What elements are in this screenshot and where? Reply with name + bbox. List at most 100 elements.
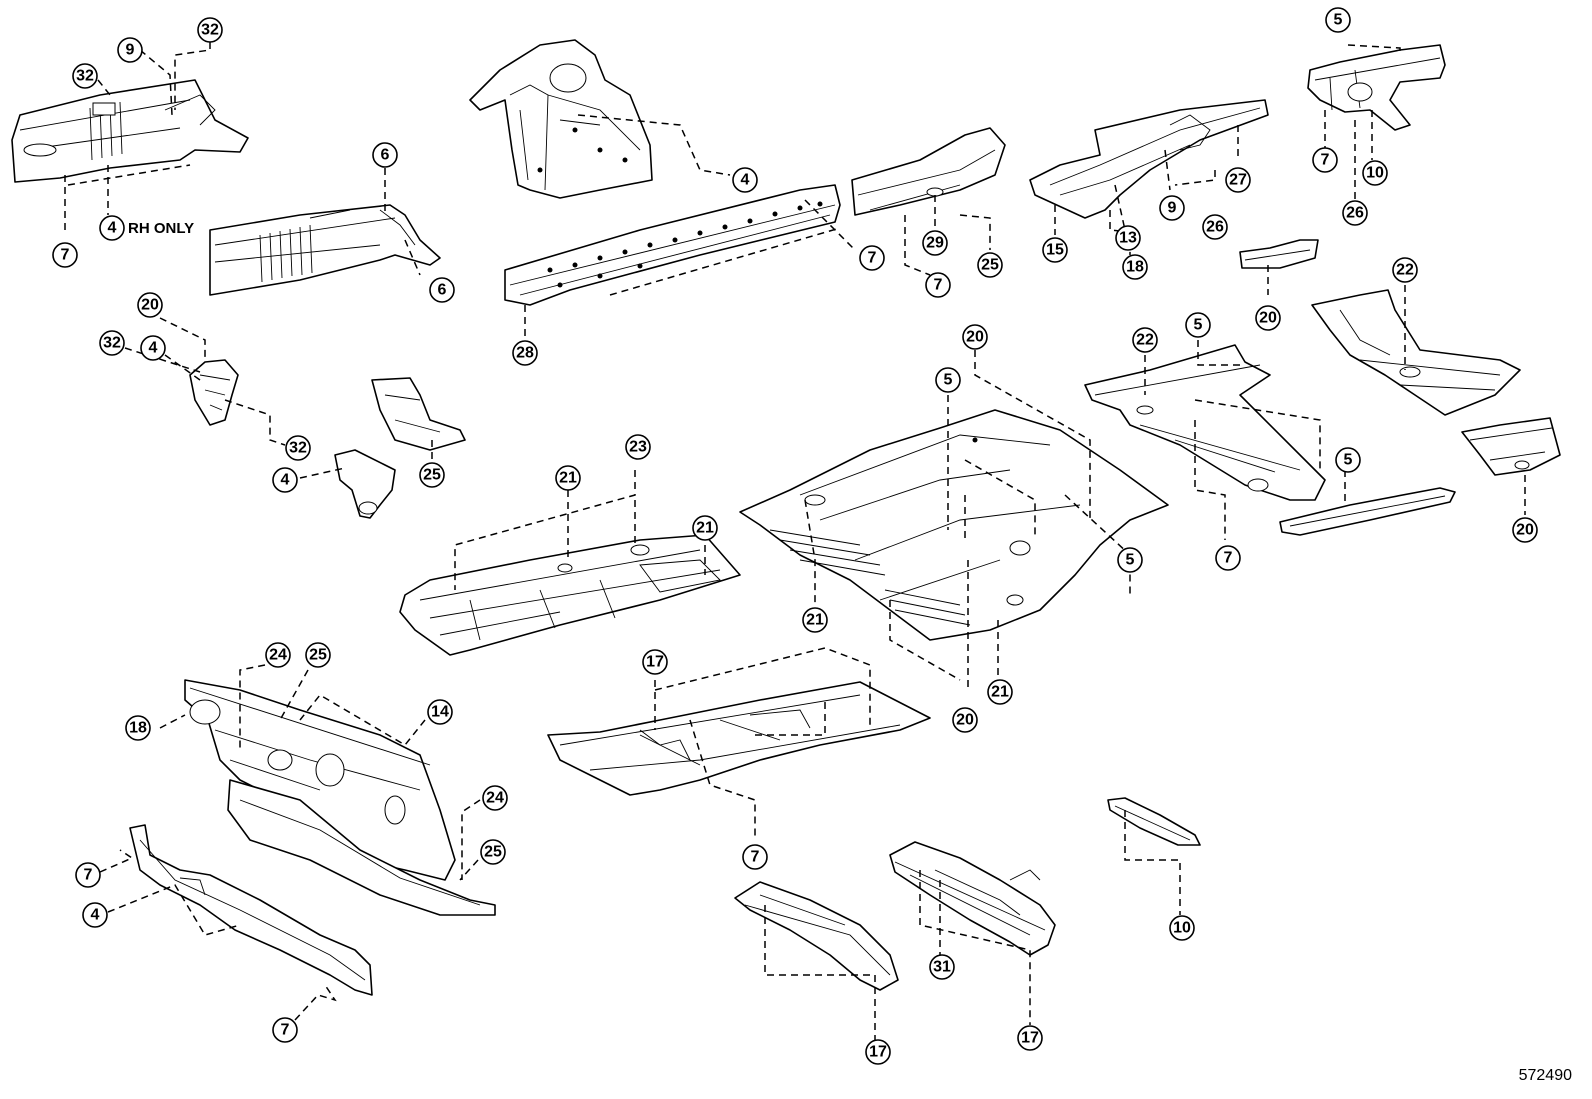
svg-text:7: 7: [1321, 152, 1330, 169]
rear-floor-side-member: [1029, 99, 1269, 219]
rear-floor-bracket-lower: [1461, 417, 1561, 476]
callout-17-c: 17: [1017, 1025, 1043, 1051]
callout-20-c: 20: [1512, 517, 1538, 543]
svg-text:18: 18: [129, 720, 147, 737]
rh-only-note: RH ONLY: [128, 220, 194, 237]
svg-text:7: 7: [61, 247, 70, 264]
center-floor-cross-member: [889, 841, 1056, 956]
svg-text:7: 7: [1224, 550, 1233, 567]
callout-25-d: 25: [480, 839, 506, 865]
callout-7-c: 7: [925, 272, 951, 298]
callout-6-b: 6: [429, 277, 455, 303]
svg-text:25: 25: [484, 844, 502, 861]
svg-text:4: 4: [149, 340, 158, 357]
callout-5-c: 5: [1185, 312, 1211, 338]
callout-24-a: 24: [265, 642, 291, 668]
callout-22-b: 22: [1132, 327, 1158, 353]
svg-text:5: 5: [944, 372, 953, 389]
callout-9-a: 9: [117, 37, 143, 63]
front-side-member-rh: [11, 79, 249, 183]
svg-text:7: 7: [751, 849, 760, 866]
svg-text:4: 4: [741, 172, 750, 189]
callout-21-a: 21: [555, 465, 581, 491]
svg-text:20: 20: [141, 297, 159, 314]
floor-tunnel-panel: [547, 681, 931, 796]
callout-4-e: 4: [82, 902, 108, 928]
svg-text:32: 32: [201, 22, 219, 39]
svg-text:21: 21: [806, 612, 824, 629]
svg-text:24: 24: [269, 647, 287, 664]
svg-text:10: 10: [1366, 165, 1384, 182]
callout-21-c: 21: [802, 607, 828, 633]
front-floor-cross-member-long: [504, 184, 841, 306]
callout-25-b: 25: [977, 252, 1003, 278]
callout-26-a: 26: [1202, 214, 1228, 240]
svg-text:17: 17: [646, 654, 664, 671]
svg-text:25: 25: [981, 257, 999, 274]
svg-text:24: 24: [486, 790, 504, 807]
callout-20-e: 20: [952, 707, 978, 733]
svg-text:26: 26: [1206, 219, 1224, 236]
svg-text:27: 27: [1229, 172, 1247, 189]
callout-6-a: 6: [372, 142, 398, 168]
svg-text:6: 6: [438, 282, 447, 299]
svg-text:4: 4: [108, 220, 117, 237]
callout-14: 14: [427, 699, 453, 725]
svg-text:25: 25: [423, 467, 441, 484]
callout-4-c: 4: [272, 467, 298, 493]
svg-text:7: 7: [281, 1022, 290, 1039]
callout-7-g: 7: [272, 1017, 298, 1043]
svg-text:7: 7: [868, 250, 877, 267]
front-floor-pan: [399, 534, 741, 656]
dash-panel-lower: [227, 779, 496, 916]
callout-9-b: 9: [1159, 195, 1185, 221]
callout-10-b: 10: [1169, 915, 1195, 941]
svg-text:22: 22: [1136, 332, 1154, 349]
callout-28: 28: [512, 340, 538, 366]
callout-25-a: 25: [419, 462, 445, 488]
callout-20-b: 20: [1255, 305, 1281, 331]
callout-15: 15: [1042, 237, 1068, 263]
callout-20-d: 20: [962, 324, 988, 350]
svg-text:21: 21: [696, 520, 714, 537]
leader-lines: [64, 30, 1526, 1040]
svg-text:5: 5: [1126, 552, 1135, 569]
front-bracket-small: [189, 359, 239, 426]
svg-text:4: 4: [91, 907, 100, 924]
svg-text:9: 9: [1168, 200, 1177, 217]
callout-7-d: 7: [1312, 147, 1338, 173]
svg-text:28: 28: [516, 345, 534, 362]
svg-text:9: 9: [126, 42, 135, 59]
callout-5-f: 5: [1117, 547, 1143, 573]
callout-29: 29: [922, 230, 948, 256]
svg-text:32: 32: [76, 68, 94, 85]
front-bracket-lower: [334, 449, 396, 519]
callout-17-a: 17: [642, 649, 668, 675]
rear-floor-member-upper: [1307, 44, 1446, 131]
callout-4-d: 4: [732, 167, 758, 193]
front-apron-wheelhouse: [469, 39, 653, 199]
svg-text:17: 17: [869, 1044, 887, 1061]
callout-21-b: 21: [692, 515, 718, 541]
svg-text:31: 31: [933, 959, 951, 976]
callout-20-a: 20: [137, 292, 163, 318]
callout-7-e: 7: [1215, 545, 1241, 571]
svg-text:5: 5: [1194, 317, 1203, 334]
callout-7-h: 7: [742, 844, 768, 870]
svg-text:13: 13: [1119, 230, 1137, 247]
rear-brace-small: [1107, 797, 1201, 846]
callout-7-a: 7: [52, 242, 78, 268]
diagram-id-label: 572490: [1518, 1067, 1572, 1084]
svg-text:20: 20: [1259, 310, 1277, 327]
svg-text:21: 21: [559, 470, 577, 487]
front-floor-side-member: [851, 127, 1006, 216]
svg-text:22: 22: [1396, 262, 1414, 279]
callout-32-a: 32: [197, 17, 223, 43]
svg-text:17: 17: [1021, 1030, 1039, 1047]
callout-5-a: 5: [1325, 7, 1351, 33]
front-side-member-extension: [209, 204, 441, 296]
dash-panel: [184, 679, 456, 881]
svg-text:20: 20: [956, 712, 974, 729]
callout-13: 13: [1115, 225, 1141, 251]
callout-32-b: 32: [72, 63, 98, 89]
